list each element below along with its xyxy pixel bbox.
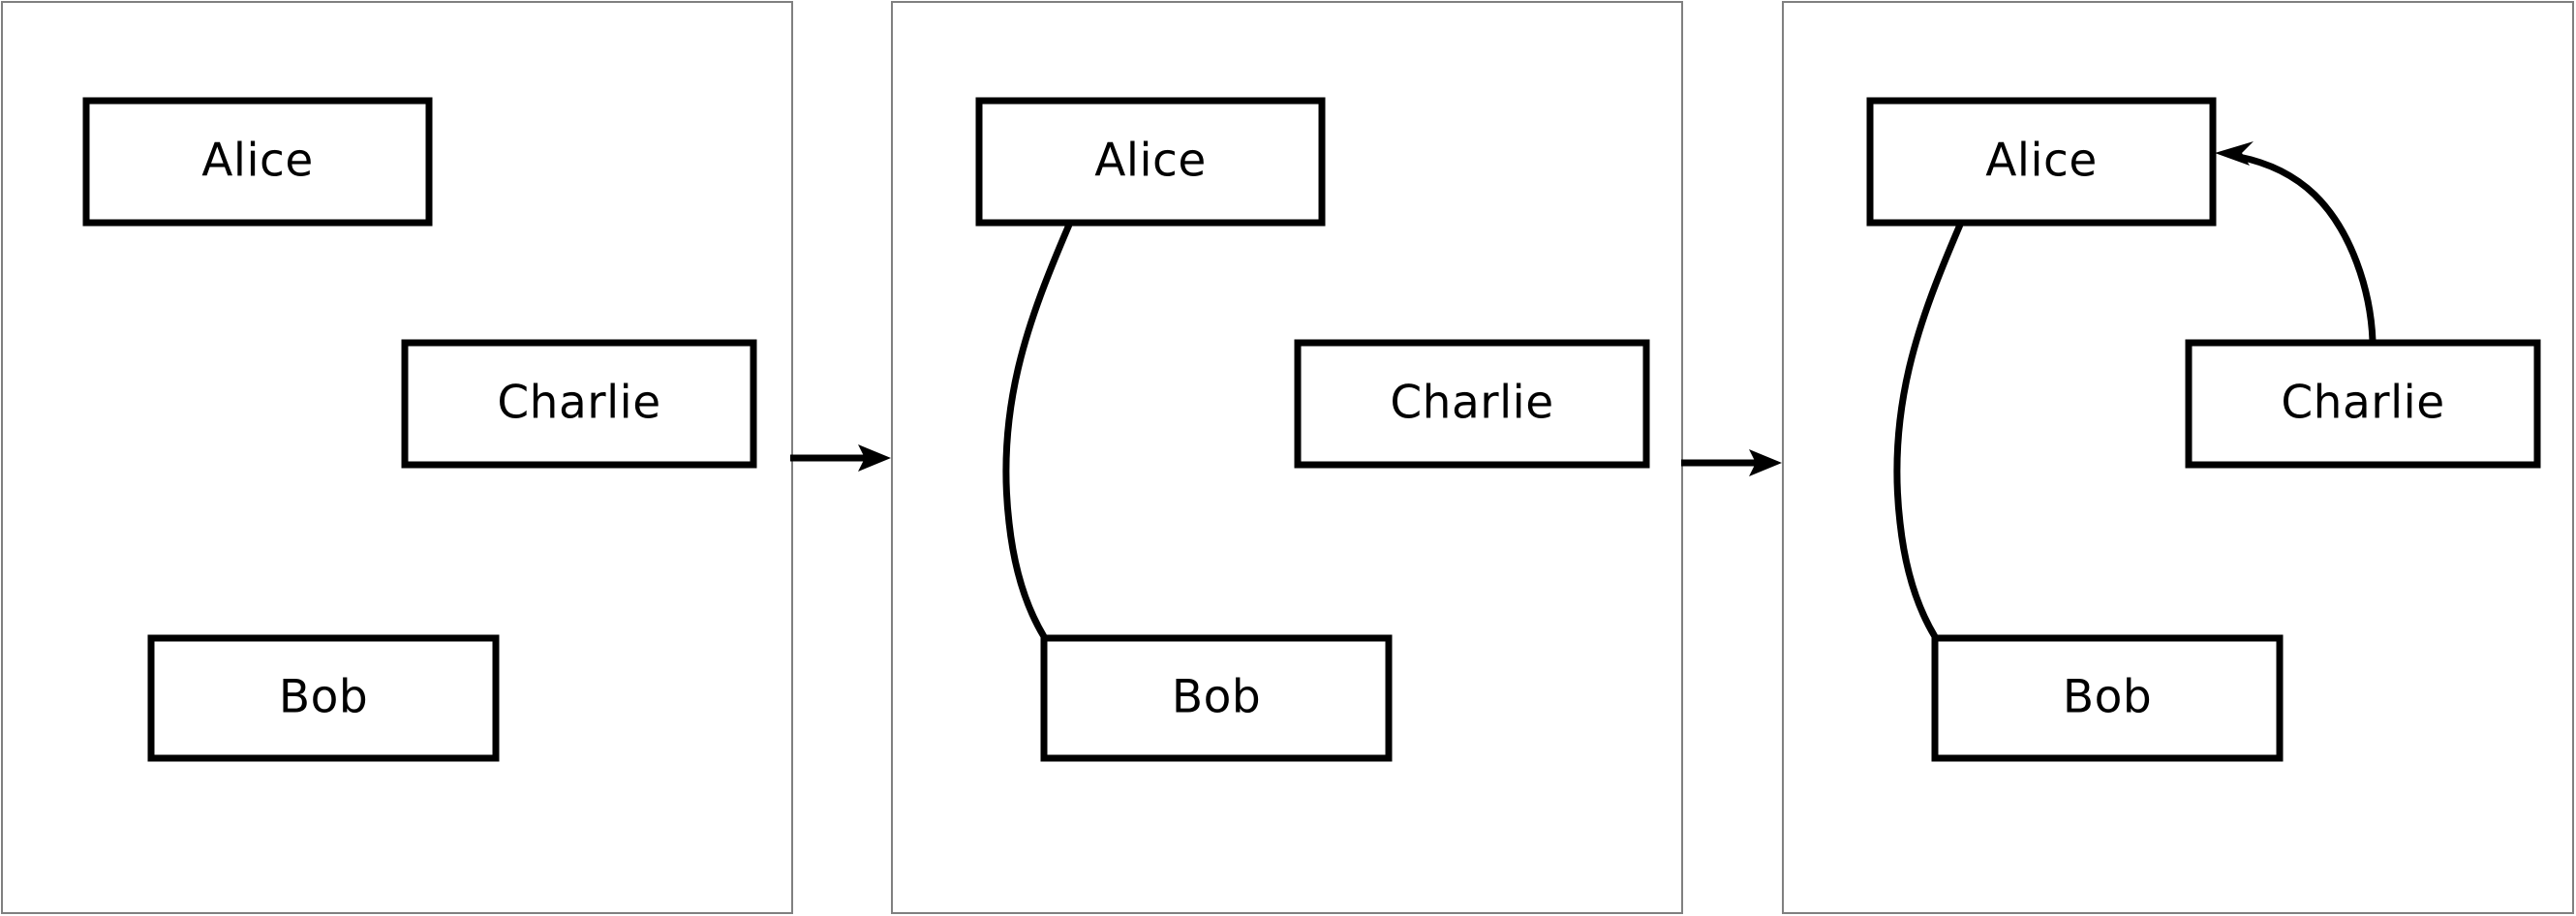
- node-box-bob: [1040, 634, 1393, 762]
- step-arrow-2-head: [1749, 449, 1782, 476]
- node-box-charlie: [2185, 339, 2541, 469]
- node-box-bob: [1931, 634, 2284, 762]
- node-label-charlie: Charlie: [2281, 377, 2444, 430]
- node-label-charlie: Charlie: [497, 377, 660, 430]
- panel-2-node-alice[interactable]: Alice: [975, 97, 1326, 227]
- panel-3-edge-charlie-to-alice: [2215, 141, 2377, 342]
- node-label-bob: Bob: [279, 671, 368, 724]
- node-box-charlie: [401, 339, 757, 469]
- step-arrow-1-head: [858, 444, 891, 472]
- node-label-alice: Alice: [201, 135, 314, 188]
- panel-1-node-charlie[interactable]: Charlie: [401, 339, 757, 469]
- node-label-charlie: Charlie: [1390, 377, 1553, 430]
- node-label-alice: Alice: [1094, 135, 1207, 188]
- panel-1: Alice Charlie Bob: [1, 1, 793, 914]
- panel-1-node-alice[interactable]: Alice: [82, 97, 433, 227]
- node-box-bob: [147, 634, 500, 762]
- panel-3-node-alice[interactable]: Alice: [1866, 97, 2217, 227]
- edge-path-charlie-to-alice: [2238, 153, 2377, 342]
- node-label-bob: Bob: [2063, 671, 2152, 724]
- edge-arrowhead-charlie-to-alice: [2215, 141, 2254, 166]
- panel-3-node-charlie[interactable]: Charlie: [2185, 339, 2541, 469]
- panel-3: Alice Charlie Bob: [1782, 1, 2574, 914]
- node-box-alice: [1866, 97, 2217, 227]
- step-arrow-2: [1681, 449, 1782, 476]
- step-arrow-1: [790, 444, 891, 472]
- node-box-alice: [82, 97, 433, 227]
- node-label-bob: Bob: [1172, 671, 1261, 724]
- panel-2-node-charlie[interactable]: Charlie: [1294, 339, 1650, 469]
- panel-3-node-bob[interactable]: Bob: [1931, 634, 2284, 762]
- node-label-alice: Alice: [1985, 135, 2098, 188]
- panel-2: Alice Charlie Bob: [891, 1, 1683, 914]
- node-box-alice: [975, 97, 1326, 227]
- node-box-charlie: [1294, 339, 1650, 469]
- panel-2-node-bob[interactable]: Bob: [1040, 634, 1393, 762]
- panel-1-node-bob[interactable]: Bob: [147, 634, 500, 762]
